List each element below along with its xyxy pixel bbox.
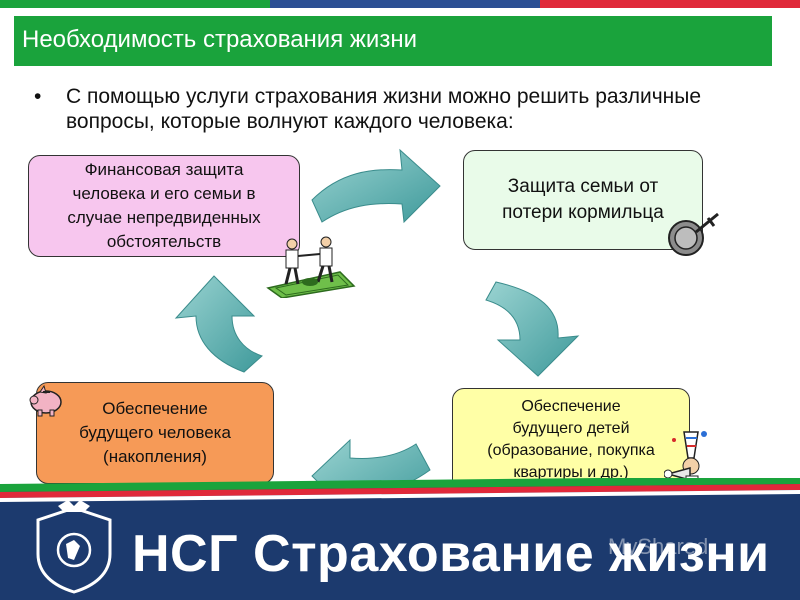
box-line: будущего человека — [79, 423, 231, 442]
box-future-person: Обеспечение будущего человека (накоплени… — [36, 382, 274, 484]
bullet-marker: • — [34, 85, 42, 108]
box-line: человека и его семьи в — [72, 184, 256, 203]
top-color-stripe — [0, 0, 800, 8]
shield-icon — [668, 212, 719, 256]
box-line: случае непредвиденных — [67, 208, 261, 227]
arrow-left — [174, 275, 263, 373]
box-family-protection: Защита семьи от потери кормильца — [463, 150, 703, 250]
footer-banner — [0, 478, 800, 600]
box-line: потери кормильца — [502, 202, 664, 223]
box-line: (образование, покупка — [487, 442, 655, 459]
box-line: Обеспечение — [521, 398, 621, 415]
box-future-children: Обеспечение будущего детей (образование,… — [452, 388, 690, 492]
box-line: квартиры и др.) — [513, 464, 629, 481]
box-line: будущего детей — [512, 420, 630, 437]
box-financial-protection: Финансовая защита человека и его семьи в… — [28, 155, 300, 257]
box-line: Защита семьи от — [507, 176, 659, 197]
title-banner — [14, 16, 772, 66]
handshake-money-icon — [266, 236, 356, 298]
arrow-right — [485, 281, 580, 377]
box-line: (накопления) — [103, 447, 207, 466]
intro-text: С помощью услуги страхования жизни можно… — [66, 85, 702, 133]
watermark: MyShared — [608, 534, 709, 559]
piggy-bank-icon — [29, 384, 62, 417]
company-logo — [36, 500, 112, 594]
box-line: обстоятельств — [106, 232, 222, 251]
arrow-top — [311, 148, 441, 224]
footer-brand-name: НСГ Страхование жизни — [132, 525, 770, 583]
box-line: Финансовая защита — [84, 160, 244, 179]
page-title: Необходимость страхования жизни — [22, 26, 417, 53]
box-line: Обеспечение — [102, 399, 208, 418]
